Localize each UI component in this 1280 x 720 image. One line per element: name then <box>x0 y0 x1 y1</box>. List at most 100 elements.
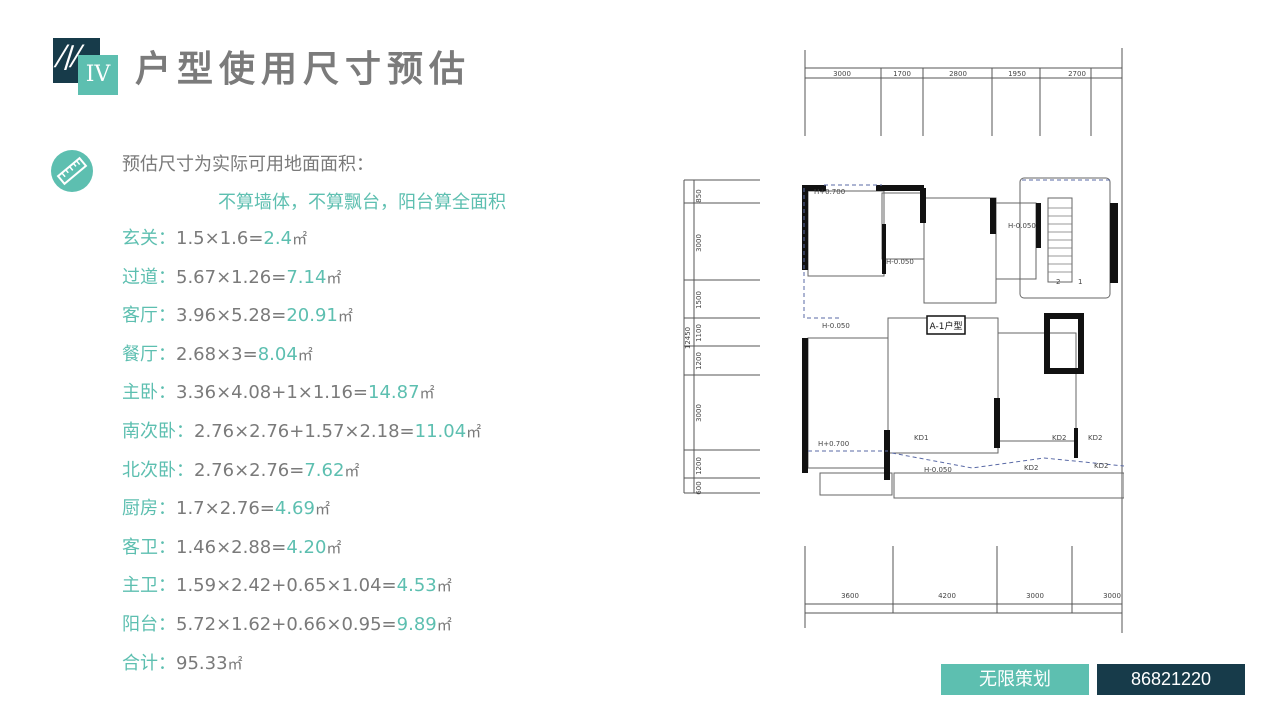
row-formula: 1.59×2.42+0.65×1.04= <box>176 575 397 597</box>
dim-bottom-2: 4200 <box>938 592 956 600</box>
level-mark: H-0.050 <box>886 258 914 266</box>
row-result: 20.91 <box>286 305 338 327</box>
phone-button[interactable]: 86821220 <box>1097 664 1245 695</box>
dim-top-5: 2700 <box>1068 70 1086 78</box>
row-formula: 1.5×1.6= <box>176 228 264 249</box>
row-formula: 1.46×2.88= <box>176 536 287 558</box>
dim-top-1: 3000 <box>833 70 851 78</box>
door-mark: KD2 <box>1024 464 1038 472</box>
level-mark: H+0.700 <box>818 440 849 448</box>
row-label: 客厅： <box>122 305 176 327</box>
row-label: 玄关： <box>122 228 176 249</box>
total-value: 95.33 <box>176 652 228 674</box>
row-label: 北次卧： <box>122 459 194 481</box>
row-unit: ㎡ <box>292 230 308 248</box>
dim-bottom-1: 3600 <box>841 592 859 600</box>
area-row-south-bedroom: 南次卧：2.76×2.76+1.57×2.18=11.04㎡ <box>122 419 481 458</box>
row-unit: ㎡ <box>466 422 482 441</box>
floor-plan: 3000 1700 2800 1950 2700 3600 4200 3000 … <box>683 48 1124 633</box>
door-mark: KD2 <box>1052 434 1066 442</box>
row-label: 厨房： <box>122 498 176 520</box>
row-label: 南次卧： <box>122 420 194 442</box>
area-row-master-bath: 主卫：1.59×2.42+0.65×1.04=4.53㎡ <box>122 573 481 612</box>
ruler-icon <box>51 150 93 192</box>
row-formula: 3.96×5.28= <box>176 305 287 327</box>
unit-type-label: A-1户型 <box>930 320 963 332</box>
intro-line-1: 预估尺寸为实际可用地面面积： <box>122 154 374 175</box>
dim-left-3: 1500 <box>695 291 703 309</box>
row-label: 阳台： <box>122 613 176 635</box>
area-row-north-bedroom: 北次卧：2.76×2.76=7.62㎡ <box>122 458 481 497</box>
door-mark: KD2 <box>1094 462 1108 470</box>
dim-left-5: 1200 <box>695 352 703 370</box>
level-mark: H-0.050 <box>924 466 952 474</box>
dim-left-7: 1200 <box>695 457 703 475</box>
level-mark: H-0.050 <box>822 322 850 330</box>
stair-number: 2 <box>1056 278 1060 286</box>
area-row-guest-bath: 客卫：1.46×2.88=4.20㎡ <box>122 535 481 574</box>
dim-left-1: 850 <box>695 189 703 202</box>
row-unit: ㎡ <box>337 307 353 326</box>
row-unit: ㎡ <box>419 384 435 403</box>
row-result: 2.4 <box>263 228 293 249</box>
row-label: 主卫： <box>122 575 176 597</box>
row-formula: 3.36×4.08+1×1.16= <box>176 382 369 404</box>
area-row-entrance: 玄关：1.5×1.6=2.4㎡ <box>122 226 481 265</box>
row-unit: ㎡ <box>314 500 330 519</box>
area-row-total: 合计：95.33㎡ <box>122 651 481 690</box>
row-result: 8.04 <box>257 343 298 365</box>
row-unit: ㎡ <box>326 538 342 557</box>
total-label: 合计： <box>122 652 176 674</box>
dim-left-total: 12450 <box>684 327 692 349</box>
row-label: 餐厅： <box>122 343 176 365</box>
total-unit: ㎡ <box>227 654 243 673</box>
dim-left-2: 3000 <box>695 234 703 252</box>
row-result: 4.69 <box>274 498 315 520</box>
row-formula: 5.72×1.62+0.66×0.95= <box>176 613 397 635</box>
area-row-corridor: 过道：5.67×1.26=7.14㎡ <box>122 265 481 304</box>
row-result: 9.89 <box>396 613 437 635</box>
row-result: 4.20 <box>286 536 327 558</box>
row-formula: 5.67×1.26= <box>176 266 287 288</box>
row-result: 14.87 <box>368 382 420 404</box>
row-unit: ㎡ <box>344 461 360 480</box>
brand-button[interactable]: 无限策划 <box>941 664 1089 695</box>
row-result: 4.53 <box>396 575 437 597</box>
dim-left-4: 1100 <box>695 324 703 342</box>
level-mark: H+0.700 <box>814 188 845 196</box>
area-row-master-bedroom: 主卧：3.36×4.08+1×1.16=14.87㎡ <box>122 380 481 419</box>
dim-left-6: 3000 <box>695 404 703 422</box>
row-formula: 2.76×2.76= <box>194 459 305 481</box>
row-formula: 2.68×3= <box>176 343 258 365</box>
logo-glyph: ⁄/⁄ <box>59 40 80 75</box>
door-mark: KD2 <box>1088 434 1102 442</box>
row-label: 客卫： <box>122 536 176 558</box>
area-row-living-room: 客厅：3.96×5.28=20.91㎡ <box>122 303 481 342</box>
area-row-dining-room: 餐厅：2.68×3=8.04㎡ <box>122 342 481 381</box>
logo-mark-teal: IV <box>78 55 118 95</box>
row-label: 过道： <box>122 266 176 288</box>
door-mark: KD1 <box>914 434 928 442</box>
row-result: 7.14 <box>286 266 327 288</box>
row-unit: ㎡ <box>297 345 313 364</box>
row-label: 主卧： <box>122 382 176 404</box>
page-title: 户型使用尺寸预估 <box>135 49 472 90</box>
dim-bottom-3: 3000 <box>1026 592 1044 600</box>
intro-line-2: 不算墙体，不算飘台，阳台算全面积 <box>218 192 506 213</box>
stair-number: 1 <box>1078 278 1082 286</box>
dim-bottom-4: 3000 <box>1103 592 1121 600</box>
dim-top-3: 2800 <box>949 70 967 78</box>
dim-top-4: 1950 <box>1008 70 1026 78</box>
level-mark: H-0.050 <box>1008 222 1036 230</box>
area-row-kitchen: 厨房：1.7×2.76=4.69㎡ <box>122 496 481 535</box>
row-unit: ㎡ <box>436 577 452 596</box>
row-formula: 1.7×2.76= <box>176 498 275 520</box>
row-unit: ㎡ <box>436 615 452 634</box>
dim-top-2: 1700 <box>893 70 911 78</box>
area-list: 玄关：1.5×1.6=2.4㎡ 过道：5.67×1.26=7.14㎡ 客厅：3.… <box>122 226 481 689</box>
row-formula: 2.76×2.76+1.57×2.18= <box>194 420 415 442</box>
area-row-balcony: 阳台：5.72×1.62+0.66×0.95=9.89㎡ <box>122 612 481 651</box>
row-result: 7.62 <box>304 459 345 481</box>
row-unit: ㎡ <box>326 268 342 287</box>
row-result: 11.04 <box>414 420 467 442</box>
